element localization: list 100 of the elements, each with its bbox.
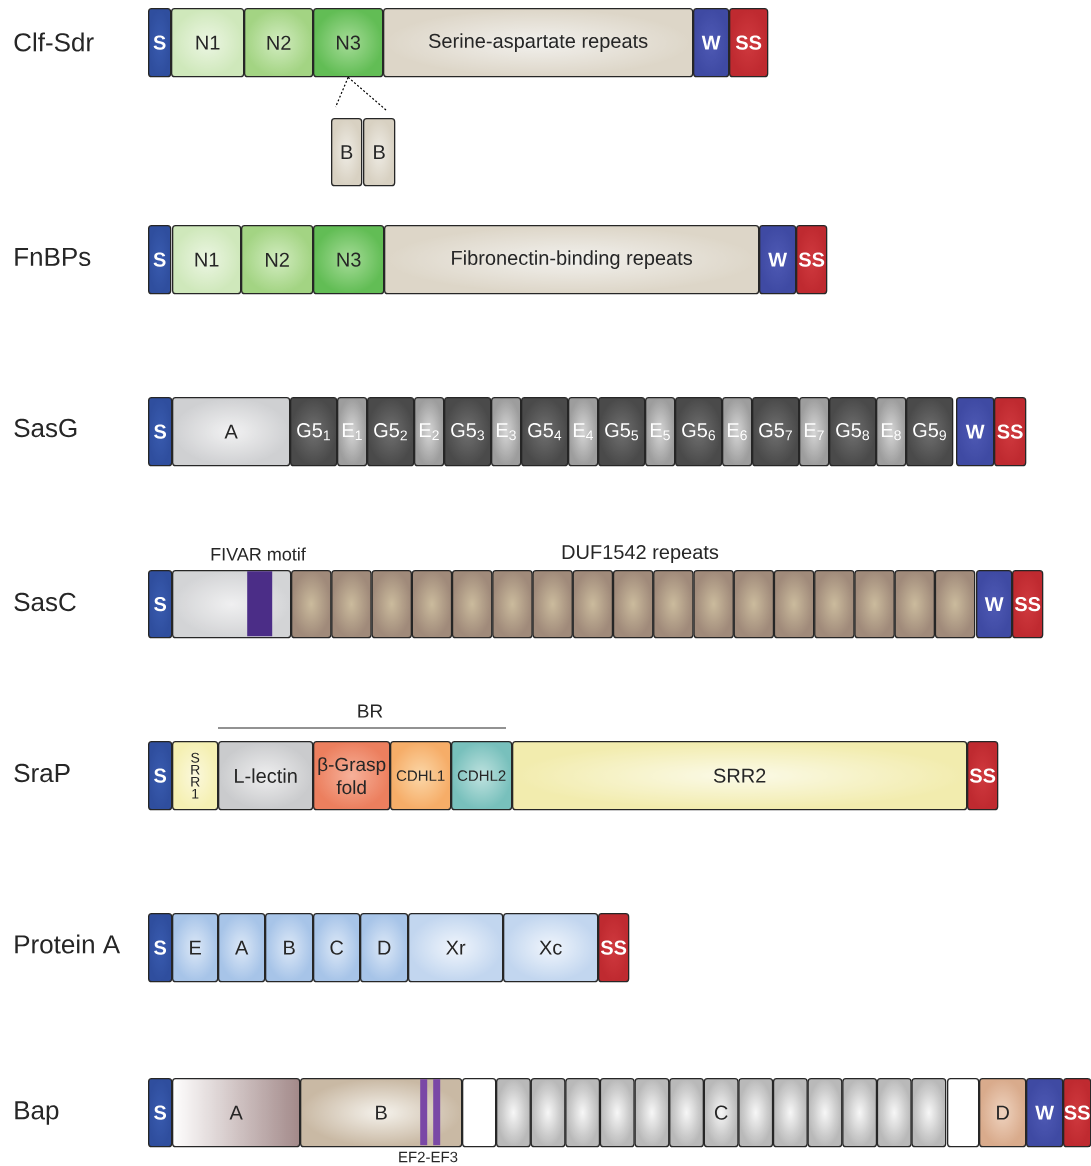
domain-box: G5$_{5}$	[598, 397, 646, 467]
repeat-box	[733, 570, 775, 639]
domain-box: Xc	[503, 913, 599, 983]
repeat-box	[371, 570, 412, 639]
protein-name: Protein A	[15, 934, 121, 954]
domain-box: E$_{3}$	[491, 397, 522, 467]
domain-box: E$_{5}$	[645, 397, 676, 467]
domain-box: C	[313, 913, 361, 983]
repeat-box	[599, 1078, 635, 1148]
domain-box: A	[218, 913, 266, 983]
domain-box: Serine-aspartate repeats	[383, 8, 694, 78]
domain-box: SRR2	[512, 741, 968, 811]
repeat-box: C	[703, 1078, 739, 1148]
domain-box: S R R 1	[172, 741, 219, 811]
protein-name: Clf-Sdr	[14, 32, 94, 52]
protein-name: SasG	[14, 418, 77, 438]
protein-name: SraP	[14, 763, 70, 783]
repeat-box	[411, 570, 453, 639]
domain-box: A	[172, 397, 291, 467]
sorting-box: SS	[967, 741, 999, 811]
motif-label: EF2-EF3	[399, 1151, 458, 1163]
protein-name: Bap	[15, 1101, 59, 1125]
spacer-box	[947, 1078, 980, 1148]
repeat-box	[807, 1078, 843, 1148]
domain-box: G5$_{4}$	[521, 397, 569, 467]
dotted-line	[347, 76, 387, 111]
domain-box: N2	[244, 8, 314, 78]
region-label: BR	[358, 704, 383, 718]
domain-box: CDHL1	[390, 741, 452, 811]
signal-box: S	[148, 397, 173, 467]
motif-bar	[433, 1079, 441, 1146]
protein-name: SasC	[14, 592, 76, 612]
domain-box: G5$_{7}$	[752, 397, 800, 467]
repeat-box	[532, 570, 573, 639]
sorting-box: SS	[994, 397, 1027, 467]
sorting-box: SS	[1063, 1078, 1091, 1148]
signal-box: S	[148, 1078, 173, 1148]
protein-name: FnBPs	[15, 247, 91, 267]
repeat-box	[911, 1078, 947, 1148]
domain-box: E$_{2}$	[414, 397, 445, 467]
repeat-box	[612, 570, 654, 639]
domain-box: N2	[241, 225, 314, 295]
repeat-box	[653, 570, 694, 639]
motif-bar	[420, 1079, 428, 1146]
domain-box: Xr	[408, 913, 504, 983]
wall-box: W	[956, 397, 995, 467]
wall-box: W	[759, 225, 797, 295]
sorting-box: SS	[796, 225, 828, 295]
domain-box	[172, 570, 292, 639]
signal-box: S	[148, 741, 173, 811]
repeat-box	[565, 1078, 601, 1148]
repeat-box	[854, 570, 895, 639]
domain-box: N3	[313, 8, 384, 78]
domain-box: L-lectin	[218, 741, 314, 811]
domain-box: E	[172, 913, 219, 983]
domain-box: E$_{6}$	[722, 397, 753, 467]
repeat-box	[934, 570, 976, 639]
domain-box: B	[265, 913, 314, 983]
signal-box: S	[148, 225, 172, 295]
repeat-box	[331, 570, 372, 639]
domain-box: N1	[172, 225, 242, 295]
domain-box: N1	[171, 8, 245, 78]
domain-box: A	[172, 1078, 301, 1148]
spacer-box	[462, 1078, 497, 1148]
domain-box: β-Grasp fold	[313, 741, 391, 811]
domain-box: B	[363, 118, 396, 187]
repeat-box	[669, 1078, 704, 1148]
repeat-box	[634, 1078, 670, 1148]
domain-box: Fibronectin-binding repeats	[384, 225, 760, 295]
domain-box: E$_{7}$	[799, 397, 830, 467]
repeat-box	[572, 570, 614, 639]
domain-box: N3	[313, 225, 385, 295]
repeat-box	[530, 1078, 566, 1148]
domain-box: D	[360, 913, 409, 983]
domain-box: G5$_{6}$	[675, 397, 723, 467]
region-label: FIVAR motif	[211, 547, 306, 561]
domain-box: G5$_{3}$	[444, 397, 492, 467]
wall-box: W	[976, 570, 1013, 639]
dotted-line	[335, 76, 349, 108]
domain-box: CDHL2	[451, 741, 513, 811]
wall-box: W	[1026, 1078, 1064, 1148]
domain-box: B	[300, 1078, 463, 1148]
repeat-box	[693, 570, 734, 639]
domain-box: B	[331, 118, 363, 187]
domain-box: G5$_{8}$	[829, 397, 877, 467]
signal-box: S	[148, 913, 173, 983]
domain-box: G5$_{1}$	[290, 397, 338, 467]
signal-box: S	[148, 8, 172, 78]
repeat-box	[772, 1078, 808, 1148]
domain-box: G5$_{2}$	[367, 397, 415, 467]
repeat-box	[773, 570, 815, 639]
domain-box: G5$_{9}$	[906, 397, 954, 467]
repeat-box	[876, 1078, 912, 1148]
domain-box: D	[979, 1078, 1027, 1148]
domain-box: E$_{4}$	[568, 397, 599, 467]
repeat-box	[814, 570, 855, 639]
repeat-box	[451, 570, 493, 639]
sorting-box: SS	[1012, 570, 1044, 639]
domain-box: E$_{1}$	[337, 397, 368, 467]
repeat-box	[894, 570, 935, 639]
